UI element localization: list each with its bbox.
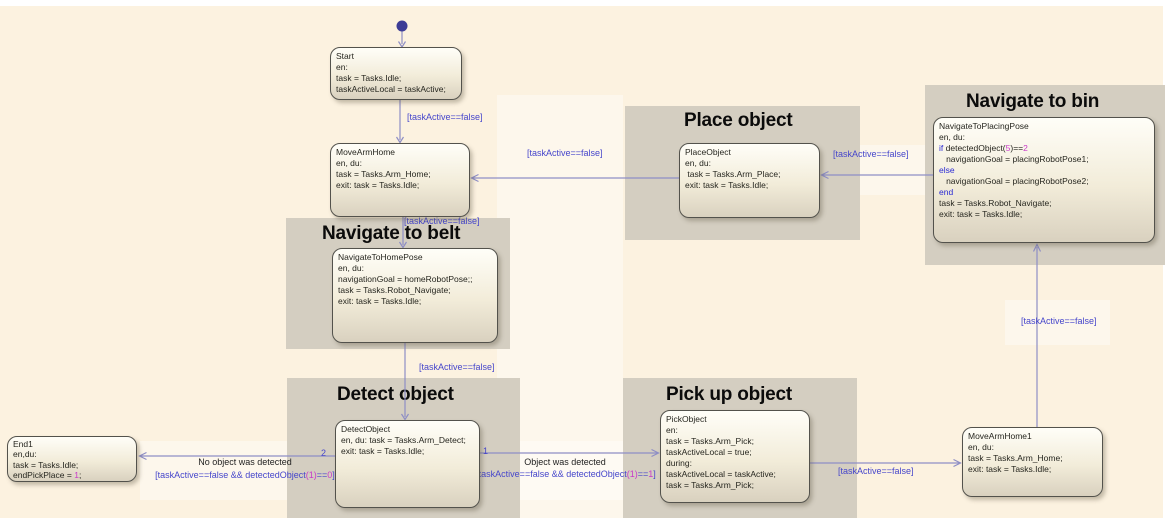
transition-comment[interactable]: No object was detected (198, 457, 292, 467)
transition-condition[interactable]: [taskActive==false && detectedObject(1)=… (155, 470, 335, 480)
transition-movearmhome1-to-navbin[interactable] (1032, 243, 1042, 428)
transition-label[interactable]: [taskActive==false] (527, 148, 603, 158)
transition-movearmhome-to-navhome[interactable] (398, 217, 408, 249)
transition-label[interactable]: [taskActive==false] (404, 216, 480, 226)
transition-label[interactable]: [taskActive==false] (419, 362, 495, 372)
initial-transition[interactable] (396, 20, 408, 49)
initial-transition-dot[interactable] (396, 20, 408, 32)
transition-navbin-to-place[interactable] (820, 170, 934, 180)
region-title-navigate-to-belt[interactable]: Navigate to belt (322, 223, 461, 244)
canvas-margin-top (0, 0, 1165, 6)
region-title-place-object[interactable]: Place object (684, 110, 793, 131)
transition-detect-to-end1[interactable] (138, 451, 336, 461)
transition-detect-to-pick[interactable] (480, 448, 660, 458)
transition-comment[interactable]: Object was detected (524, 457, 606, 467)
region-title-detect-object[interactable]: Detect object (337, 384, 454, 405)
transition-label[interactable]: [taskActive==false] (407, 112, 483, 122)
transition-label[interactable]: [taskActive==false] (1021, 316, 1097, 326)
transition-start-to-movearmhome[interactable] (395, 100, 405, 144)
transition-label[interactable]: [taskActive==false] (838, 466, 914, 476)
region-title-pick-up-object[interactable]: Pick up object (666, 384, 793, 405)
transition-order-number[interactable]: 2 (321, 448, 327, 458)
transition-condition[interactable]: [taskActive==false && detectedObject(1)=… (476, 469, 656, 479)
canvas-margin-bottom (0, 518, 1165, 526)
transition-navhome-to-detect[interactable] (400, 343, 410, 421)
highlight-band (1005, 300, 1110, 345)
region-title-navigate-to-bin[interactable]: Navigate to bin (966, 91, 1100, 112)
transition-pick-to-movearmhome1[interactable] (810, 458, 962, 468)
transition-place-to-movearmhome[interactable] (470, 173, 680, 183)
transition-label[interactable]: [taskActive==false] (833, 149, 909, 159)
transition-order-number[interactable]: 1 (483, 446, 489, 456)
